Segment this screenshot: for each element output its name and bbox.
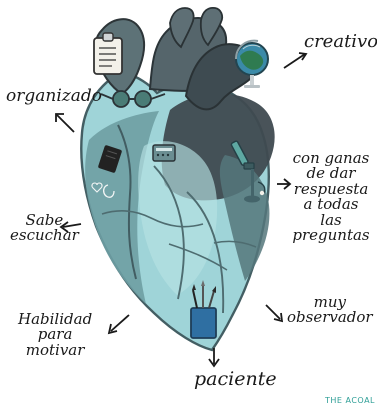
label-sabe-escuchar: Sabe escuchar (10, 213, 79, 244)
clipboard-icon (94, 33, 122, 74)
label-organizado: organizado (6, 88, 102, 106)
credit-text: THE ACOAL (325, 396, 375, 405)
label-creativo: creativo (304, 33, 377, 52)
label-paciente: paciente (194, 370, 277, 390)
label-sabe-line-2: escuchar (10, 228, 79, 243)
label-con-ganas: con ganas de dar respuesta a todas las p… (285, 151, 377, 244)
label-muy-observador: muy observador (287, 295, 373, 326)
label-con-line-5: las preguntas (285, 213, 377, 244)
label-habilidad-line-3: motivar (18, 343, 92, 358)
calculator-icon (153, 145, 175, 161)
label-habilidad: Habilidad para motivar (18, 312, 92, 358)
label-muy-line-2: observador (287, 310, 373, 325)
